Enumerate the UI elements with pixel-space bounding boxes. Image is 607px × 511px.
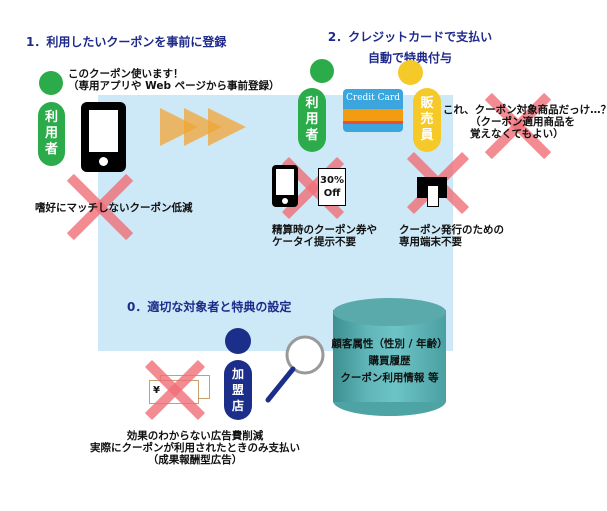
step1-speech-line1: このクーポン使います！ — [68, 68, 184, 80]
credit-card-label: Credit Card — [346, 93, 400, 103]
merchant-figure: 加 盟 店 — [224, 360, 252, 420]
bill-icon: ¥ — [149, 380, 199, 404]
clerk-figure: 販 売 員 — [413, 88, 441, 152]
coupon-badge-line1: 30% — [320, 175, 344, 186]
forward-arrows-icon — [160, 108, 246, 146]
step2-title: 2．クレジットカードで支払い 自動で特典付与 — [300, 28, 520, 66]
merchant-label-char: 加 — [231, 367, 244, 381]
step1-title: 1．利用したいクーポンを事前に登録 — [26, 35, 227, 49]
no-terminal-note: クーポン発行のための 専用端末不要 — [399, 224, 504, 248]
user-head-icon — [310, 59, 334, 83]
step1-speech: このクーポン使います！ （専用アプリや Web ページから事前登録） — [68, 68, 279, 92]
user-label-char: 利 — [44, 110, 58, 125]
user-label-char: 用 — [305, 112, 319, 127]
step0-title: 0．適切な対象者と特典の設定 — [127, 300, 292, 314]
customer-database-icon: 顧客属性（性別 / 年齢） 購買履歴 クーポン利用情報 等 — [331, 298, 448, 416]
user-head-icon — [39, 71, 63, 95]
no-terminal-note-line1: クーポン発行のための — [399, 224, 504, 236]
ad-note: 効果のわからない広告費削減 実際にクーポンが利用されたときのみ支払い （成果報酬… — [70, 430, 320, 466]
database-line2: 購買履歴 — [368, 355, 411, 367]
user-label-char: 者 — [305, 128, 319, 143]
clerk-thought-line2: （クーポン適用商品を — [470, 116, 575, 128]
merchant-head-icon — [225, 328, 251, 354]
database-text: 顧客属性（性別 / 年齢） 購買履歴 クーポン利用情報 等 — [331, 336, 448, 387]
credit-card-icon: Credit Card — [343, 89, 403, 132]
ad-note-line2: 実際にクーポンが利用されたときのみ支払い — [90, 442, 300, 454]
no-terminal-note-line2: 専用端末不要 — [399, 236, 462, 248]
terminal-icon — [417, 177, 447, 207]
ad-note-line1: 効果のわからない広告費削減 — [126, 430, 264, 442]
magnifier-lens — [285, 335, 325, 375]
step1-speech-line2: （専用アプリや Web ページから事前登録） — [68, 80, 280, 92]
user-figure-step2: 利 用 者 — [298, 88, 326, 152]
user-label-char: 用 — [44, 126, 58, 141]
step2-title-line1: 2．クレジットカードで支払い — [327, 30, 493, 44]
database-line1: 顧客属性（性別 / 年齢） — [331, 338, 448, 350]
no-coupon-note-line1: 精算時のクーポン券や — [272, 224, 377, 236]
magnifier-icon — [265, 335, 325, 403]
user-label-char: 者 — [44, 142, 58, 157]
step2-title-line2: 自動で特典付与 — [367, 51, 452, 65]
ad-note-line3: （成果報酬型広告） — [147, 454, 243, 466]
user-figure-step1: 利 用 者 — [38, 102, 65, 166]
smartphone-icon — [272, 165, 298, 207]
yen-symbol: ¥ — [153, 385, 160, 396]
no-coupon-note-line2: ケータイ提示不要 — [272, 236, 356, 248]
clerk-thought-line1: これ、クーポン対象商品だっけ…？ — [443, 104, 607, 116]
smartphone-icon — [81, 102, 126, 172]
database-line3: クーポン利用情報 等 — [340, 372, 439, 384]
coupon-badge-line2: Off — [323, 188, 341, 199]
arrow-1 — [160, 108, 198, 146]
clerk-label-char: 販 — [420, 96, 434, 111]
no-coupon-note: 精算時のクーポン券や ケータイ提示不要 — [272, 224, 377, 248]
coupon-badge: 30% Off — [318, 168, 346, 206]
clerk-label-char: 売 — [420, 112, 434, 127]
clerk-head-icon — [398, 60, 423, 85]
clerk-thought-line3: 覚えなくてもよい） — [470, 128, 564, 140]
clerk-thought: これ、クーポン対象商品だっけ…？ （クーポン適用商品を 覚えなくてもよい） — [443, 104, 607, 140]
arrow-2 — [184, 108, 222, 146]
merchant-label-char: 店 — [231, 399, 244, 413]
clerk-label-char: 員 — [420, 128, 434, 143]
merchant-label-char: 盟 — [231, 383, 244, 397]
magnifier-handle — [265, 366, 296, 403]
arrow-3 — [208, 108, 246, 146]
user-label-char: 利 — [305, 96, 319, 111]
step1-crossed-note: 嗜好にマッチしないクーポン低減 — [35, 202, 193, 214]
